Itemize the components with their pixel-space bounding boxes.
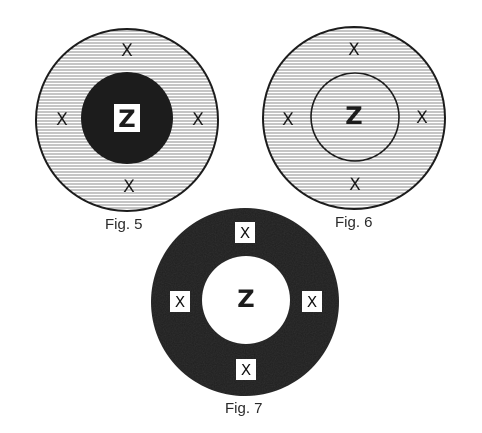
fig7-mark-top: X: [240, 224, 250, 242]
fig5-center-label-box: [114, 104, 140, 132]
fig6-mark-bottom: X: [349, 175, 361, 195]
fig7-caption: Fig. 7: [225, 400, 263, 417]
fig7-mark-bottom: X: [241, 361, 251, 379]
figure-5: Z X X X X Fig. 5: [35, 28, 219, 233]
figure-6: Z X X X X Fig. 6: [262, 26, 446, 231]
fig5-caption: Fig. 5: [105, 216, 143, 233]
fig7-center-disk: [202, 256, 290, 344]
fig7-mark-bottom-box: [236, 359, 256, 380]
fig6-mark-right: X: [416, 108, 428, 128]
fig5-mark-bottom: X: [123, 177, 135, 197]
fig7-mark-right-box: [302, 291, 322, 312]
fig7-mark-left-box: [170, 291, 190, 312]
fig7-mark-left: X: [175, 293, 185, 311]
fig5-center-label: Z: [118, 105, 135, 133]
figure-7: Z X X X X Fig. 7: [151, 208, 339, 417]
fig6-center-label: Z: [345, 102, 362, 130]
fig5-mark-left: X: [56, 110, 68, 130]
fig6-inner-circle: [310, 72, 400, 162]
fig7-mark-right: X: [307, 293, 317, 311]
fig7-center-label: Z: [237, 285, 254, 313]
fig5-mark-top: X: [121, 41, 133, 61]
fig6-caption: Fig. 6: [335, 214, 373, 231]
fig5-mark-right: X: [192, 110, 204, 130]
fig6-mark-top: X: [348, 40, 360, 60]
fig7-mark-top-box: [235, 222, 255, 243]
fig6-mark-left: X: [282, 110, 294, 130]
